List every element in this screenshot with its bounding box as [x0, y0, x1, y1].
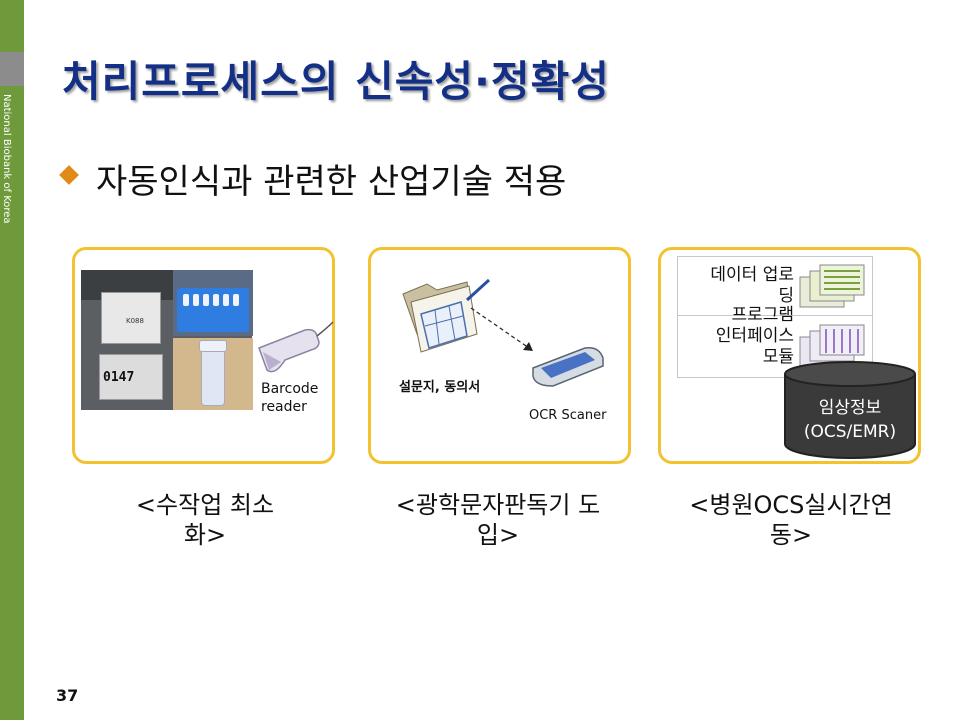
- slide-subtitle: 자동인식과 관련한 산업기술 적용: [96, 162, 567, 202]
- barcode-label-line1: Barcode: [261, 381, 319, 397]
- upload-line2: 딩: [778, 286, 794, 306]
- ocr-scanner-label: OCR Scaner: [529, 408, 607, 423]
- left-sidebar: [0, 0, 24, 720]
- database-label: 임상정보 (OCS/EMR): [783, 396, 917, 444]
- photo-code: K088: [126, 317, 144, 325]
- database-line2: (OCS/EMR): [803, 422, 897, 442]
- upload-line1: 데이터 업로: [710, 265, 794, 285]
- database-line1: 임상정보: [818, 398, 882, 418]
- caption2-line1: <광학문자판독기 도: [395, 491, 601, 519]
- caption1-line2: 화>: [183, 521, 227, 549]
- barcode-label-line2: reader: [261, 399, 307, 415]
- photo-barcode-number: 0147: [103, 370, 135, 385]
- panel-ocr: 설문지, 동의서 OCR Scaner: [368, 247, 631, 464]
- interface-line2: 인터페이스: [715, 326, 794, 346]
- interface-module-label: 프로그램 인터페이스 모듈: [684, 305, 794, 368]
- ocr-scanner-icon: [532, 346, 604, 387]
- upload-screens-icon: [799, 264, 865, 308]
- module-table: 데이터 업로 딩 프로그램 인터페이스 모듈: [677, 256, 873, 378]
- sidebar-org-label: National Biobank of Korea: [1, 94, 12, 224]
- barcode-reader-label: Barcode reader: [261, 380, 318, 416]
- slide-title: 처리프로세스의 신속성·정확성: [62, 57, 610, 106]
- caption-ocs: <병원OCS실시간연 동>: [656, 490, 926, 550]
- caption2-line2: 입>: [476, 521, 520, 549]
- sample-tube-photo: [173, 338, 253, 410]
- dashed-arrow-icon: [470, 307, 533, 351]
- caption3-line1: <병원OCS실시간연: [689, 491, 893, 519]
- panel-ocs: 데이터 업로 딩 프로그램 인터페이스 모듈 임상정보 (OCS/EMR): [658, 247, 921, 464]
- panel-barcode: K088 0147 Barcode reader: [72, 247, 335, 464]
- caption1-line1: <수작업 최소: [135, 491, 275, 519]
- sidebar-org-text: National Biobank of Korea: [1, 94, 20, 254]
- caption3-line2: 동>: [769, 521, 813, 549]
- tube-rack-photo: [173, 270, 253, 336]
- interface-line3: 모듈: [762, 347, 794, 367]
- survey-document-label: 설문지, 동의서: [399, 380, 481, 395]
- sidebar-accent: [0, 52, 24, 86]
- caption-ocr: <광학문자판독기 도 입>: [363, 490, 633, 550]
- upload-program-label: 데이터 업로 딩: [684, 265, 794, 307]
- barcode-reader-icon: [258, 321, 334, 373]
- page-number: 37: [56, 686, 79, 705]
- diamond-bullet-icon: [59, 165, 79, 185]
- document-folder-icon: [402, 278, 491, 353]
- interface-screens-icon: [799, 324, 865, 368]
- database-cylinder-icon: [784, 361, 916, 459]
- caption-manual-work: <수작업 최소 화>: [70, 490, 340, 550]
- interface-line1: 프로그램: [731, 305, 794, 325]
